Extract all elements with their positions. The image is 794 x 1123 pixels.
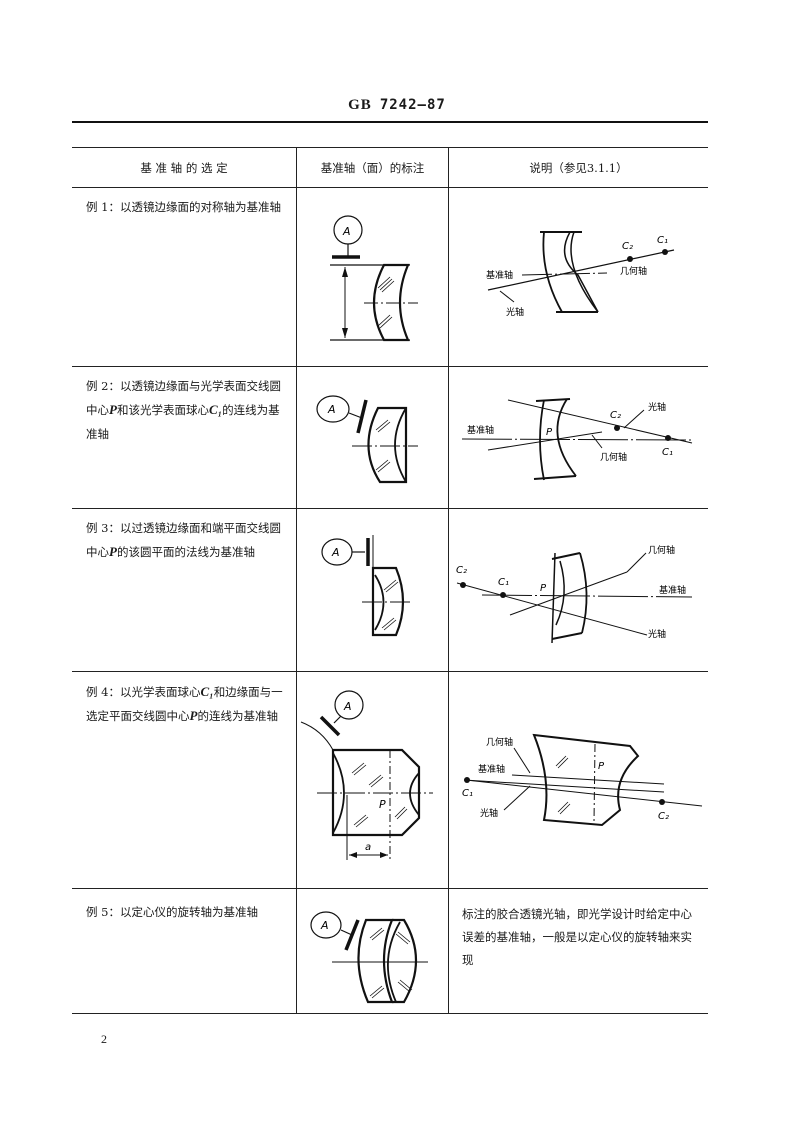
- symbol-p: P: [109, 544, 117, 559]
- svg-text:C₂: C₂: [456, 565, 467, 576]
- selection-text-part: 以光学表面球心: [119, 685, 201, 699]
- svg-text:C₁: C₁: [498, 577, 509, 588]
- symbol-c1: C₁: [200, 684, 214, 699]
- row-2-annotation-diagram: A: [316, 395, 418, 484]
- row-2-selection: 例 2：以透镜边缘面与光学表面交线圆中心P和该光学表面球心C₁的连线为基准轴: [86, 374, 290, 446]
- svg-text:P: P: [598, 761, 605, 772]
- selection-text-part: 的连线为基准轴: [197, 709, 278, 723]
- symbol-p: P: [109, 402, 117, 417]
- row-border-1: [72, 366, 708, 367]
- row-3-explanation-diagram: C₂ C₁ P 几何轴 基准轴 光轴: [456, 544, 693, 644]
- row-border-3: [72, 671, 708, 672]
- svg-text:A: A: [327, 403, 336, 416]
- column-divider-2: [448, 147, 449, 1013]
- svg-text:几何轴: 几何轴: [486, 736, 513, 748]
- symbol-c1: C₁: [208, 402, 223, 417]
- svg-text:P: P: [546, 427, 553, 438]
- row-border-4: [72, 888, 708, 889]
- example-label: 例 1：: [86, 200, 120, 214]
- svg-text:A: A: [342, 225, 351, 238]
- svg-text:P: P: [540, 583, 547, 594]
- svg-text:基准轴: 基准轴: [486, 269, 513, 281]
- svg-text:光轴: 光轴: [648, 628, 666, 640]
- svg-text:C₁: C₁: [662, 447, 673, 458]
- row-5-description: 标注的胶合透镜光轴，即光学设计时给定中心误差的基准轴，一般是以定心仪的旋转轴来实…: [462, 907, 692, 967]
- standard-prefix: GB: [348, 97, 372, 113]
- svg-text:C₂: C₂: [658, 811, 669, 822]
- svg-text:几何轴: 几何轴: [620, 265, 647, 277]
- example-label: 例 5：: [86, 905, 120, 919]
- selection-text-part: 的连线为基准轴: [86, 403, 280, 441]
- svg-text:光轴: 光轴: [480, 807, 498, 819]
- column-header-annotation: 基准轴（面）的标注: [320, 161, 425, 175]
- table-bottom-border: [72, 1013, 708, 1014]
- row-5-selection: 例 5：以定心仪的旋转轴为基准轴: [86, 900, 290, 924]
- selection-text-part: 以透镜边缘面与光学表面交线圆中心: [86, 379, 281, 417]
- document-header: GB 7242—87: [0, 97, 794, 114]
- selection-text-part: 的该圆平面的法线为基准轴: [116, 545, 255, 559]
- svg-text:基准轴: 基准轴: [659, 584, 686, 596]
- row-1-selection: 例 1：以透镜边缘面的对称轴为基准轴: [86, 195, 286, 219]
- svg-text:A: A: [331, 546, 340, 559]
- row-border-2: [72, 508, 708, 509]
- row-4-selection: 例 4：以光学表面球心C₁和边缘面与一选定平面交线圆中心P的连线为基准轴: [86, 680, 290, 728]
- table-top-border: [72, 147, 708, 148]
- datum-circle-icon: [316, 395, 350, 423]
- svg-text:基准轴: 基准轴: [467, 424, 494, 436]
- svg-text:几何轴: 几何轴: [600, 451, 627, 463]
- page-number: 2: [101, 1032, 107, 1046]
- row-3-annotation-diagram: A: [321, 535, 412, 637]
- svg-text:C₁: C₁: [462, 788, 473, 799]
- svg-text:A: A: [320, 919, 329, 932]
- row-4-explanation-diagram: C₁ C₂ P 几何轴 基准轴 光轴: [462, 733, 703, 827]
- symbol-p: P: [189, 708, 198, 723]
- datum-circle-icon: [310, 911, 342, 939]
- column-header-description: 说明（参见3.1.1）: [529, 161, 628, 175]
- header-rule: [72, 121, 708, 123]
- selection-text-part: 和该光学表面球心: [116, 403, 209, 417]
- datum-circle-icon: [334, 690, 364, 720]
- selection-text-part: 以过透镜边缘面和端平面交线圆中心: [86, 521, 281, 559]
- row-5-annotation-diagram: A: [310, 911, 428, 1004]
- example-label: 例 4：: [86, 685, 120, 699]
- svg-text:C₂: C₂: [622, 241, 633, 252]
- row-1-explanation-diagram: C₂ C₁ 基准轴 几何轴 光轴: [486, 231, 675, 318]
- row-1-annotation-diagram: A: [330, 215, 418, 342]
- header-row-border: [72, 187, 708, 188]
- svg-text:C₁: C₁: [657, 235, 668, 246]
- svg-text:a: a: [365, 842, 371, 853]
- column-divider-1: [296, 147, 297, 1013]
- svg-text:基准轴: 基准轴: [478, 763, 505, 775]
- selection-text: 以定心仪的旋转轴为基准轴: [119, 905, 258, 919]
- svg-text:光轴: 光轴: [648, 401, 666, 413]
- svg-text:几何轴: 几何轴: [648, 544, 675, 556]
- svg-text:P: P: [379, 798, 386, 811]
- example-label: 例 3：: [86, 521, 120, 535]
- standard-number: 7242—87: [379, 97, 446, 113]
- selection-text-part: 和边缘面与一选定平面交线圆中心: [86, 685, 283, 723]
- svg-text:A: A: [343, 700, 352, 713]
- selection-text: 以透镜边缘面的对称轴为基准轴: [119, 200, 281, 214]
- row-4-annotation-diagram: A a P: [300, 690, 433, 860]
- svg-text:C₂: C₂: [610, 410, 621, 421]
- row-3-selection: 例 3：以过透镜边缘面和端平面交线圆中心P的该圆平面的法线为基准轴: [86, 516, 290, 564]
- column-header-selection: 基 准 轴 的 选 定: [140, 161, 228, 175]
- svg-text:光轴: 光轴: [506, 306, 524, 318]
- row-2-explanation-diagram: C₂ C₁ P 基准轴 光轴 几何轴: [461, 398, 693, 481]
- example-label: 例 2：: [86, 379, 120, 393]
